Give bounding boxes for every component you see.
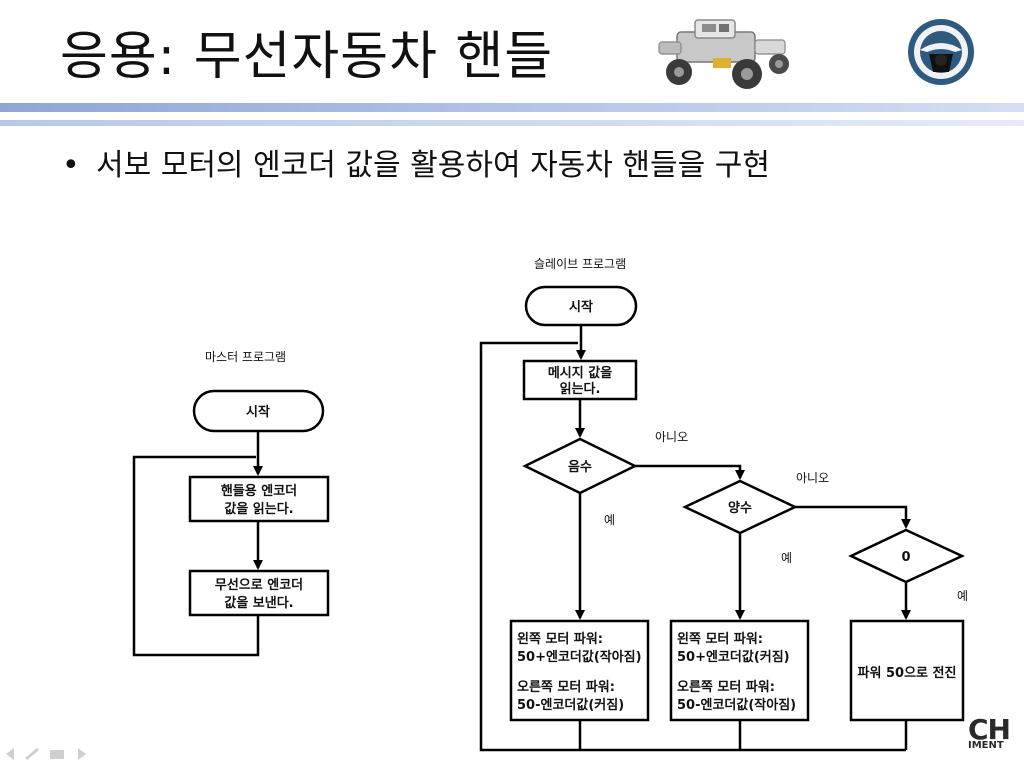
slide-title: 응용: 무선자동차 핸들 bbox=[60, 27, 554, 87]
label-no1: 아니오 bbox=[655, 430, 688, 444]
decision-negative-label: 음수 bbox=[568, 459, 592, 475]
slide-nav-icons[interactable] bbox=[4, 746, 100, 762]
slave-read-line1: 메시지 값을 bbox=[548, 365, 612, 381]
slave-read-line2: 읽는다. bbox=[560, 381, 601, 397]
bullet-dot: • bbox=[62, 148, 80, 183]
company-logo-text: CH bbox=[968, 713, 1011, 746]
label-yes1: 예 bbox=[604, 513, 615, 527]
slave-start-label: 시작 bbox=[569, 299, 593, 315]
title-divider-band-light bbox=[0, 120, 1024, 126]
master-title: 마스터 프로그램 bbox=[205, 350, 286, 364]
master-send-box bbox=[188, 569, 330, 617]
robot-car-image bbox=[658, 19, 789, 89]
master-loop-arrow bbox=[132, 455, 260, 657]
left-turn-box bbox=[509, 619, 650, 722]
label-yes3: 예 bbox=[957, 589, 968, 603]
forward-box bbox=[849, 619, 965, 722]
bullet-item: • 서보 모터의 엔코더 값을 활용하여 자동차 핸들을 구현 bbox=[62, 140, 770, 184]
left-box-line2: 50+엔코더값(작아짐) bbox=[517, 649, 642, 665]
decision-positive-label: 양수 bbox=[728, 501, 752, 516]
mid-box-line4: 50-엔코더값(작아짐) bbox=[677, 697, 796, 713]
label-no2: 아니오 bbox=[796, 471, 829, 485]
left-box-line1: 왼쪽 모터 파워: bbox=[517, 631, 603, 647]
title-divider-band bbox=[0, 103, 1024, 112]
company-logo-sub: IMENT bbox=[968, 740, 1004, 751]
left-box-line4: 50-엔코더값(커짐) bbox=[517, 697, 624, 713]
forward-box-label: 파워 50으로 전진 bbox=[858, 665, 957, 681]
master-read-line2: 값을 읽는다. bbox=[224, 501, 293, 517]
master-send-line2: 값을 보낸다. bbox=[224, 595, 293, 611]
slave-loop-arrow bbox=[479, 341, 906, 752]
slave-title: 슬레이브 프로그램 bbox=[534, 257, 626, 271]
arrow-no2 bbox=[795, 505, 911, 529]
mid-box-line1: 왼쪽 모터 파워: bbox=[677, 631, 763, 647]
left-box-line3: 오른쪽 모터 파워: bbox=[517, 679, 615, 695]
master-send-line1: 무선으로 엔코더 bbox=[215, 577, 303, 593]
bullet-text: 서보 모터의 엔코더 값을 활용하여 자동차 핸들을 구현 bbox=[96, 148, 770, 183]
mid-box-line3: 오른쪽 모터 파워: bbox=[677, 679, 775, 695]
steering-wheel-icon bbox=[908, 19, 974, 85]
arrow-no1 bbox=[635, 464, 745, 480]
master-read-line1: 핸들용 엔코더 bbox=[221, 483, 297, 499]
label-yes2: 예 bbox=[781, 551, 792, 565]
master-start-label: 시작 bbox=[246, 404, 270, 420]
decision-zero-label: 0 bbox=[901, 550, 910, 565]
mid-box-line2: 50+엔코더값(커짐) bbox=[677, 649, 790, 665]
